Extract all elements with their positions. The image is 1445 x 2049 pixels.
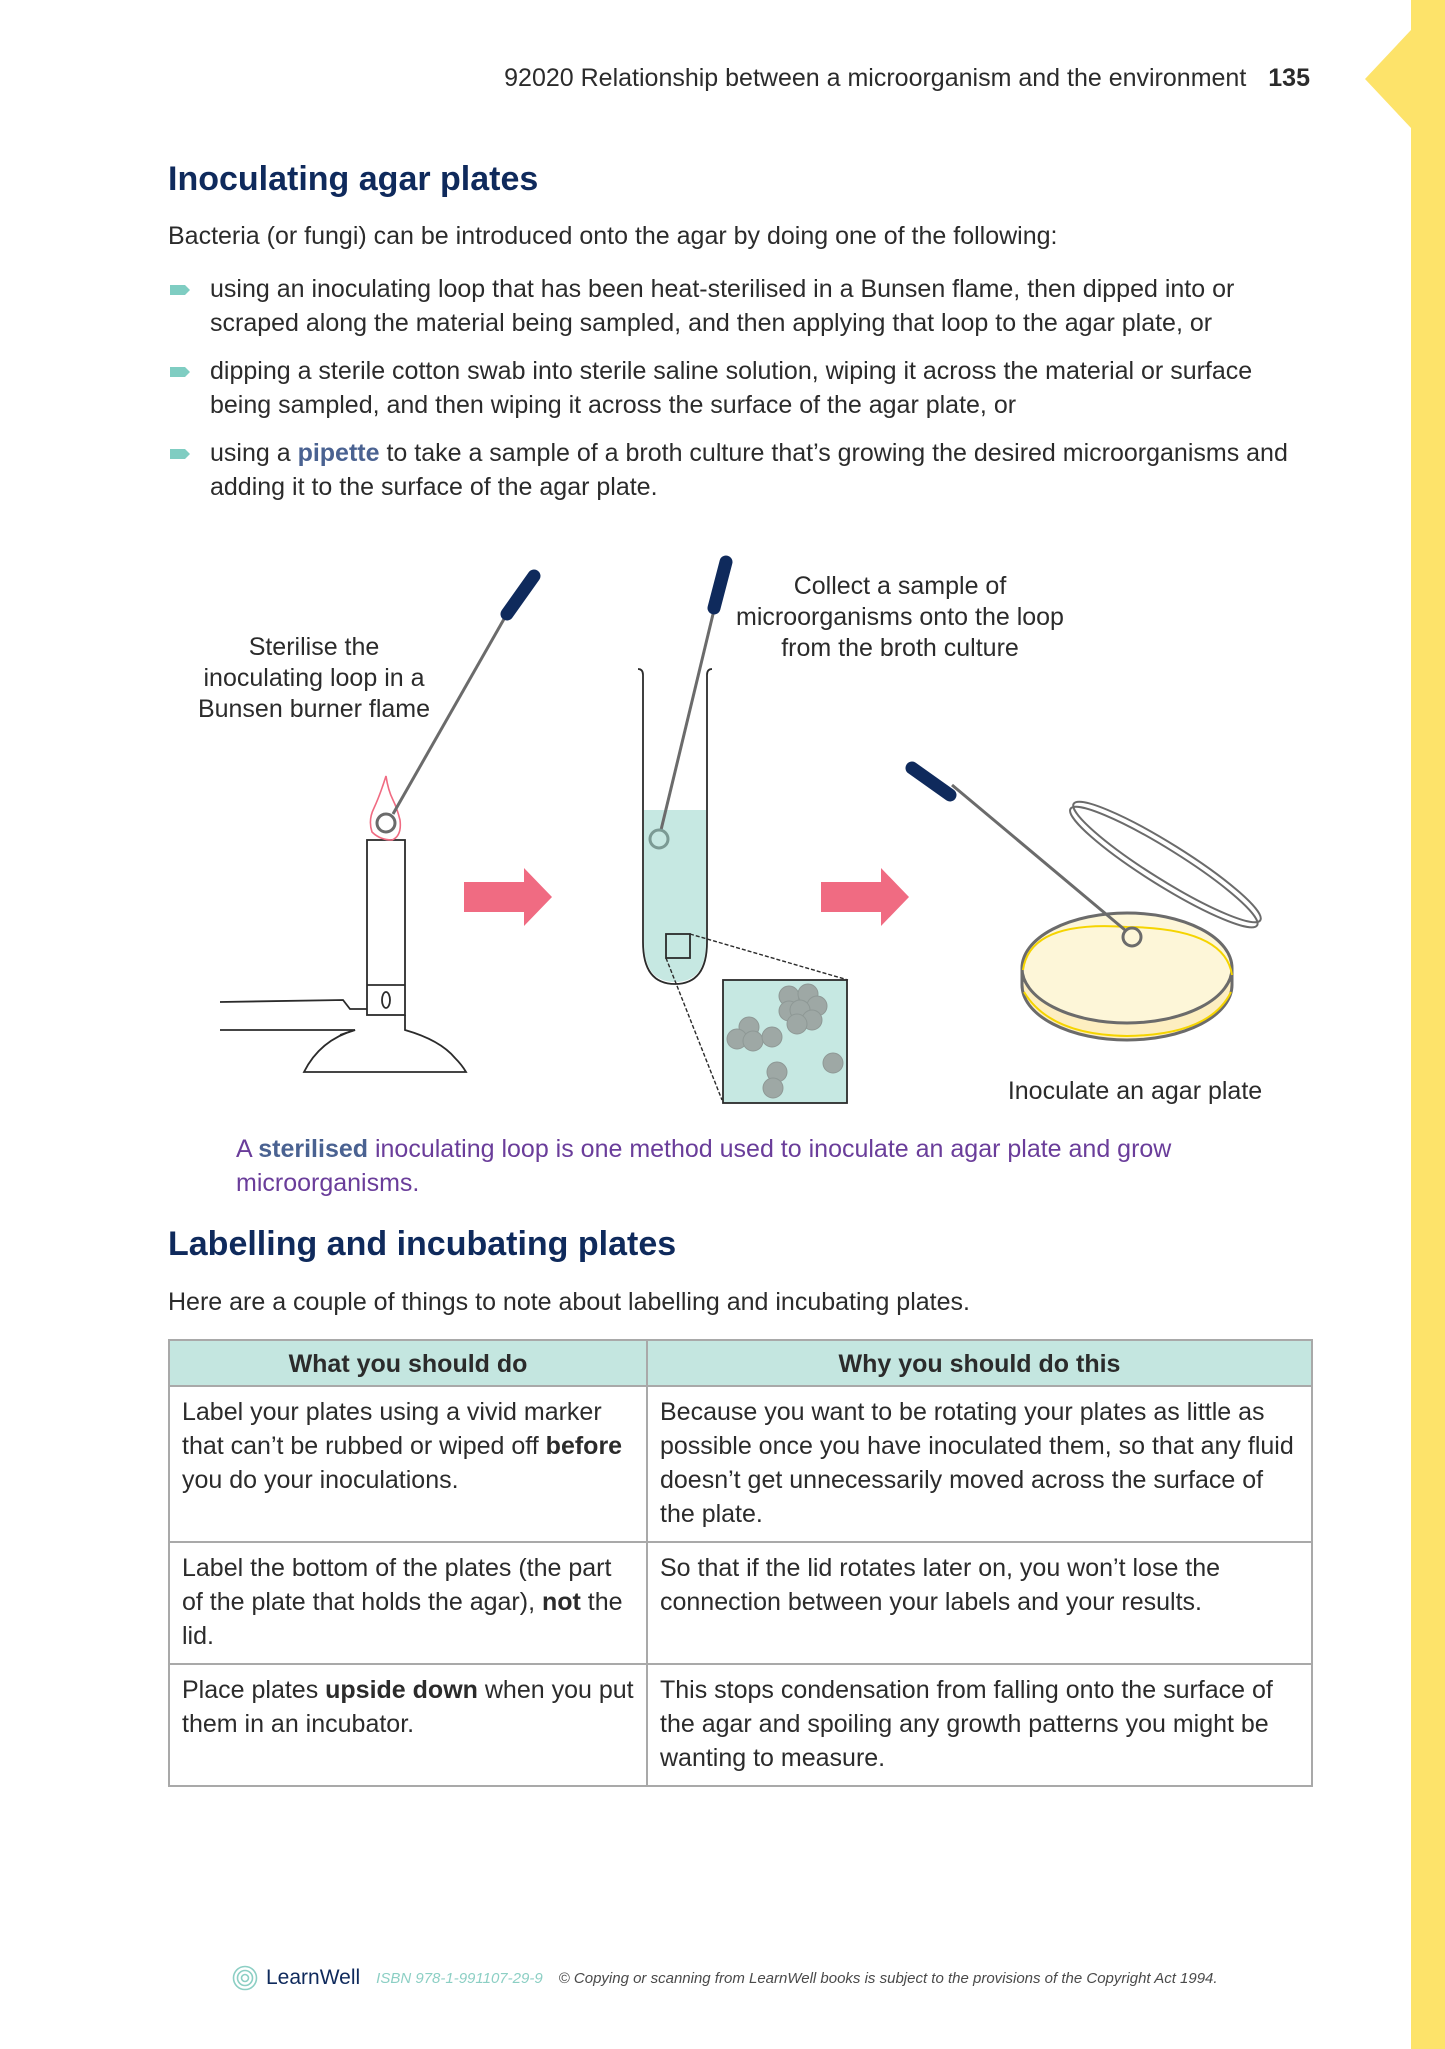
table-header-row: What you should do Why you should do thi… — [168, 1339, 1313, 1387]
list-item-text-after: to take a sample of a broth culture that… — [210, 439, 1288, 501]
cell-emphasis: before — [545, 1432, 623, 1460]
table-row: Label the bottom of the plates (the part… — [168, 1541, 1313, 1665]
table-row: Place plates upside down when you put th… — [168, 1663, 1313, 1787]
cell-text: the lid. — [182, 1588, 623, 1650]
cell-text: Place plates — [182, 1676, 326, 1704]
bunsen-burner-icon — [219, 839, 468, 1073]
side-color-strip — [1411, 0, 1445, 2049]
isbn: ISBN 978-1-991107-29-9 — [376, 1969, 543, 1987]
section-heading-labelling: Labelling and incubating plates — [168, 1225, 677, 1263]
arrow-right-icon — [821, 868, 909, 926]
cell-emphasis: not — [541, 1588, 581, 1616]
cell-what: Label your plates using a vivid marker t… — [168, 1385, 648, 1543]
column-header-why: Why you should do this — [646, 1339, 1313, 1387]
inoculating-loop-icon — [375, 569, 541, 834]
list-item: using an inoculating loop that has been … — [168, 272, 1313, 340]
arrow-bullet-icon — [170, 367, 190, 377]
table-row: Label your plates using a vivid marker t… — [168, 1385, 1313, 1543]
cell-text: when you put them in an incubator. — [182, 1676, 634, 1738]
arrow-bullet-icon — [170, 285, 190, 295]
magnified-broth-inset — [722, 979, 848, 1104]
running-head: 92020 Relationship between a microorgani… — [504, 64, 1310, 93]
glossary-term-pipette[interactable]: pipette — [297, 439, 380, 467]
petri-dish-icon — [1020, 800, 1262, 1042]
cell-text: Label the bottom of the plates (the part… — [182, 1554, 612, 1616]
cell-why: This stops condensation from falling ont… — [646, 1663, 1313, 1787]
step3-label: Inoculate an agar plate — [1007, 1077, 1263, 1105]
arrow-bullet-icon — [170, 449, 190, 459]
list-item: dipping a sterile cotton swab into steri… — [168, 354, 1313, 422]
caption-text-after: inoculating loop is one method used to i… — [236, 1135, 1172, 1197]
methods-list: using an inoculating loop that has been … — [168, 272, 1313, 518]
test-tube-icon — [637, 668, 849, 1101]
section-heading-inoculating: Inoculating agar plates — [168, 160, 539, 198]
cell-what: Place plates upside down when you put th… — [168, 1663, 648, 1787]
section-intro: Bacteria (or fungi) can be introduced on… — [168, 222, 1058, 250]
inoculation-diagram: Sterilise the inoculating loop in a Buns… — [0, 540, 1445, 1120]
section2-intro: Here are a couple of things to note abou… — [168, 1288, 970, 1316]
list-item-text: using an inoculating loop that has been … — [210, 275, 1235, 337]
cell-text: you do your inoculations. — [182, 1466, 459, 1494]
cell-text: Label your plates using a vivid marker t… — [182, 1398, 602, 1460]
learnwell-logo-icon — [232, 1965, 258, 1991]
step1-label: Sterilise the inoculating loop in a Buns… — [197, 633, 431, 723]
flame-icon — [369, 775, 402, 841]
page-footer: LearnWell ISBN 978-1-991107-29-9 © Copyi… — [232, 1960, 1218, 1996]
inoculating-loop-icon — [905, 761, 1143, 948]
cell-why: Because you want to be rotating your pla… — [646, 1385, 1313, 1543]
side-tab-marker — [1365, 30, 1411, 128]
arrow-right-icon — [464, 868, 552, 926]
diagram-illustration — [219, 555, 1262, 1104]
inoculating-loop-icon — [648, 555, 733, 850]
column-header-what: What you should do — [168, 1339, 648, 1387]
glossary-term-sterilised[interactable]: sterilised — [258, 1135, 369, 1163]
brand-name: LearnWell — [266, 1966, 361, 1989]
running-head-title: 92020 Relationship between a microorgani… — [504, 64, 1247, 92]
step2-label: Collect a sample of microorganisms onto … — [736, 572, 1064, 662]
labelling-table: What you should do Why you should do thi… — [168, 1339, 1313, 1787]
list-item-text: dipping a sterile cotton swab into steri… — [210, 357, 1253, 419]
cell-why: So that if the lid rotates later on, you… — [646, 1541, 1313, 1665]
cell-emphasis: upside down — [325, 1676, 478, 1704]
copyright-notice: © Copying or scanning from LearnWell boo… — [558, 1969, 1218, 1987]
cell-what: Label the bottom of the plates (the part… — [168, 1541, 648, 1665]
list-item: using a pipette to take a sample of a br… — [168, 436, 1313, 504]
page-number: 135 — [1268, 64, 1310, 92]
list-item-text-before: using a — [210, 439, 298, 467]
caption-text-before: A — [236, 1135, 259, 1163]
figure-caption: A sterilised inoculating loop is one met… — [236, 1132, 1236, 1200]
